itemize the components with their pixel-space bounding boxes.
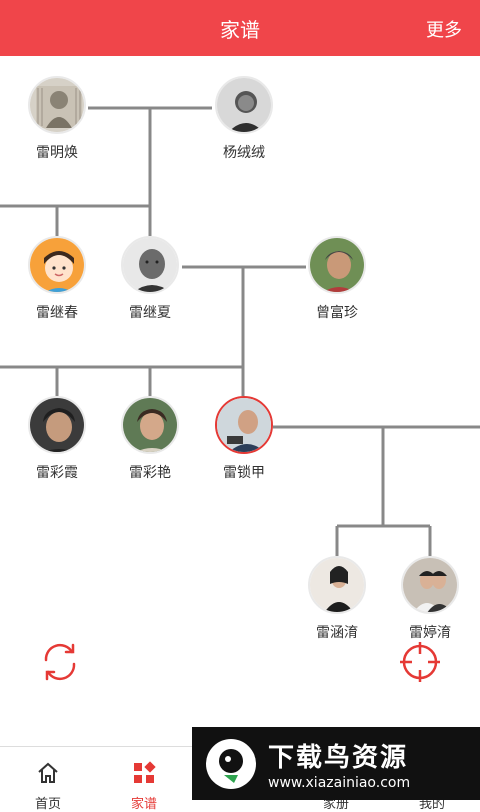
watermark-url: www.xiazainiao.com — [268, 775, 411, 791]
refresh-button[interactable] — [38, 640, 82, 688]
refresh-icon — [44, 643, 76, 681]
person-name: 雷继夏 — [129, 305, 171, 321]
person-name: 曾富珍 — [316, 305, 358, 321]
tab-label: 家谱 — [130, 797, 157, 812]
tab-home[interactable]: 首页 — [0, 747, 96, 812]
tree-connector-lines — [0, 106, 480, 556]
person-name: 雷明焕 — [36, 145, 78, 161]
person-name: 雷婷淯 — [409, 625, 451, 641]
person-name: 雷彩艳 — [129, 465, 171, 481]
person-name: 雷彩霞 — [36, 465, 78, 481]
avatar — [401, 556, 459, 614]
person-name: 雷继春 — [36, 305, 78, 321]
watermark-overlay: 下载鸟资源 www.xiazainiao.com — [192, 727, 480, 800]
page-title: 家谱 — [220, 18, 260, 42]
grid-icon — [134, 761, 156, 783]
family-tree: 雷明焕 杨绒绒 雷继春 — [0, 56, 480, 746]
person-card[interactable]: 雷明焕 — [7, 76, 107, 162]
person-card[interactable]: 雷继夏 — [100, 236, 200, 322]
avatar — [28, 396, 86, 454]
home-icon — [38, 762, 58, 783]
app-header: 家谱 更多 — [0, 0, 480, 56]
tab-label: 首页 — [34, 797, 61, 812]
avatar — [121, 396, 179, 454]
person-card-selected[interactable]: 雷锁甲 — [194, 396, 294, 482]
person-card[interactable]: 杨绒绒 — [194, 76, 294, 162]
more-button[interactable]: 更多 — [426, 20, 462, 41]
avatar — [308, 556, 366, 614]
avatar — [28, 236, 86, 294]
avatar — [215, 76, 273, 134]
avatar — [121, 236, 179, 294]
person-card[interactable]: 雷彩霞 — [7, 396, 107, 482]
person-name: 雷涵淯 — [316, 625, 358, 641]
avatar — [28, 76, 86, 134]
avatar — [308, 236, 366, 294]
watermark-title: 下载鸟资源 — [268, 743, 409, 773]
watermark-logo-icon — [206, 739, 256, 789]
avatar — [215, 396, 273, 454]
person-name: 雷锁甲 — [223, 465, 265, 481]
person-card[interactable]: 雷彩艳 — [100, 396, 200, 482]
person-name: 杨绒绒 — [223, 145, 265, 161]
tab-family-tree[interactable]: 家谱 — [96, 747, 192, 812]
crosshair-icon — [400, 642, 440, 682]
person-card[interactable]: 雷涵淯 — [287, 556, 387, 642]
person-card[interactable]: 雷婷淯 — [380, 556, 480, 642]
locate-button[interactable] — [398, 640, 442, 688]
person-card[interactable]: 曾富珍 — [287, 236, 387, 322]
person-card[interactable]: 雷继春 — [7, 236, 107, 322]
